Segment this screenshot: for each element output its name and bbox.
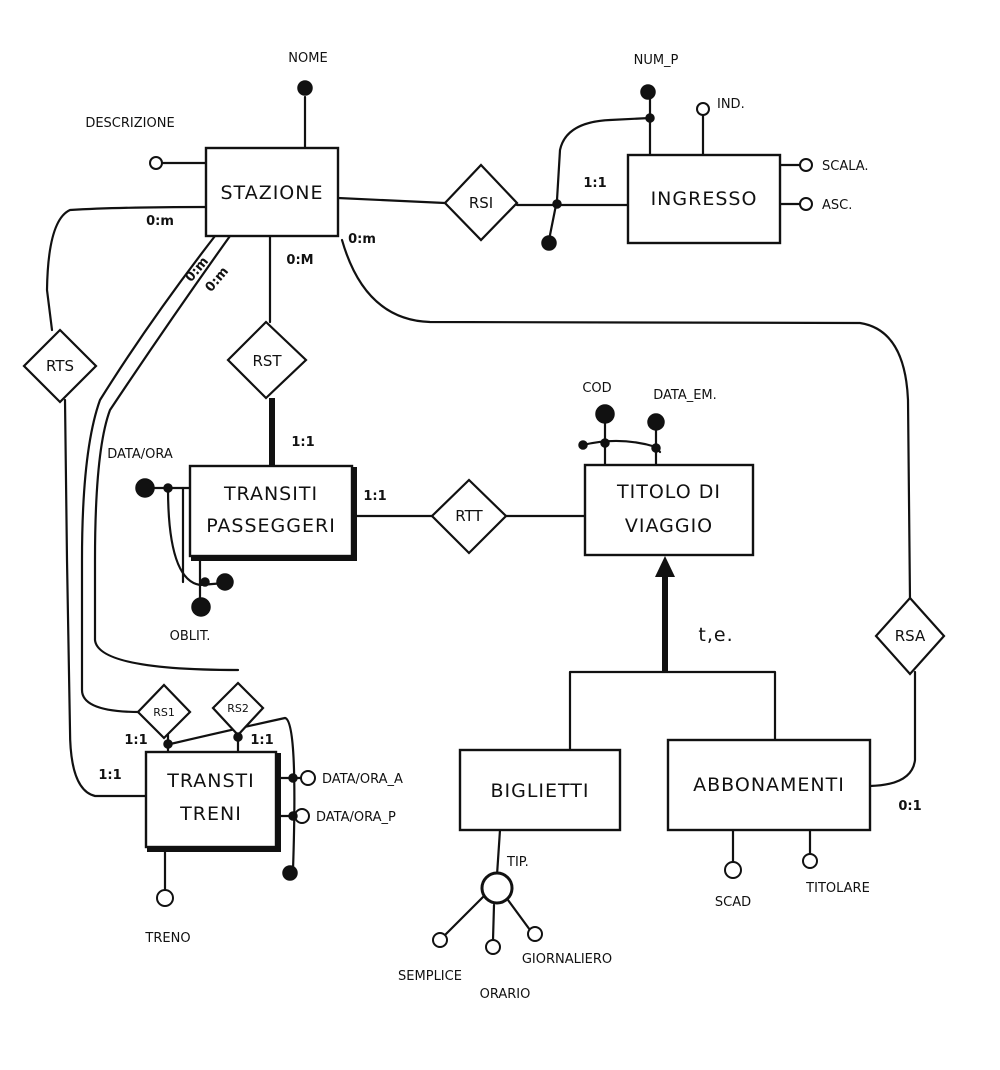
identifier-treni-dot xyxy=(282,865,298,881)
attribute-data-ora-p-label: DATA/ORA_P xyxy=(316,810,396,825)
entity-transiti-passeggeri-line2: PASSEGGERI xyxy=(206,515,336,537)
entity-transiti-passeggeri-line1: TRANSITI xyxy=(223,483,318,505)
attribute-semplice-label: SEMPLICE xyxy=(398,969,462,984)
entity-transiti-treni-line1: TRANSTI xyxy=(166,770,255,792)
attribute-treno-label: TRENO xyxy=(144,931,190,946)
attribute-orario-dot xyxy=(485,939,501,955)
relationship-rs1-label: RS1 xyxy=(153,706,175,719)
entity-transiti-treni-line2: TRENI xyxy=(179,803,242,825)
identifier-ingresso-dot xyxy=(541,235,557,251)
attribute-markers xyxy=(135,80,818,955)
connection-lines xyxy=(45,90,917,942)
attribute-titolare-label: TITOLARE xyxy=(805,881,870,896)
attribute-data-em-label: DATA_EM. xyxy=(653,388,717,403)
card-stazione-rts: 0:m xyxy=(146,214,174,229)
relationship-rtt-label: RTT xyxy=(455,507,483,525)
attribute-descrizione-dot xyxy=(149,156,163,170)
card-treni-rts: 1:1 xyxy=(98,768,121,783)
attribute-scala-label: SCALA. xyxy=(822,159,869,174)
attribute-asc-dot xyxy=(799,197,813,211)
attribute-data-ora-a-label: DATA/ORA_A xyxy=(322,772,403,787)
attribute-cod-dot xyxy=(595,404,615,424)
entity-ingresso-label: INGRESSO xyxy=(651,188,758,210)
attribute-num-p-dot xyxy=(640,84,656,100)
attribute-data-ora-dot xyxy=(135,478,155,498)
attribute-titolare-dot xyxy=(802,853,818,869)
relationship-rsa-label: RSA xyxy=(895,627,926,645)
attribute-oblit-dot xyxy=(191,597,211,617)
entity-stazione: STAZIONE xyxy=(204,146,340,238)
attribute-nome-label: NOME xyxy=(288,51,327,66)
relationship-rs2-label: RS2 xyxy=(227,702,249,715)
card-transiti-rtt: 1:1 xyxy=(363,489,386,504)
card-treni-rs1: 1:1 xyxy=(124,733,147,748)
generalization-arrowhead xyxy=(655,556,675,577)
generalization-label: t,e. xyxy=(698,624,733,646)
relationship-rts-label: RTS xyxy=(46,357,74,375)
relationship-rtt: RTT xyxy=(430,478,508,555)
attribute-asc-label: ASC. xyxy=(822,198,852,213)
relationship-rst-label: RST xyxy=(252,352,282,370)
attribute-semplice-dot xyxy=(432,932,448,948)
entity-titolo-di-viaggio: TITOLO DI VIAGGIO xyxy=(583,463,755,557)
attribute-scad-dot xyxy=(724,861,742,879)
entity-biglietti-label: BIGLIETTI xyxy=(490,780,589,802)
entity-abbonamenti: ABBONAMENTI xyxy=(666,738,872,832)
attribute-data-ora-a-dot xyxy=(300,770,316,786)
entity-transiti-passeggeri: TRANSITI PASSEGGERI xyxy=(188,464,357,561)
attribute-data-ora-label: DATA/ORA xyxy=(107,447,173,462)
relationship-rs2: RS2 xyxy=(211,681,265,737)
entity-titolo-line2: VIAGGIO xyxy=(625,515,713,537)
card-stazione-rst: 0:M xyxy=(286,253,313,268)
attribute-nome-dot xyxy=(297,80,313,96)
relationship-rsi-label: RSI xyxy=(469,194,493,212)
attribute-ind-label: IND. xyxy=(717,97,745,112)
entity-titolo-line1: TITOLO DI xyxy=(616,481,721,503)
attribute-ind-dot xyxy=(696,102,710,116)
relationship-rs1: RS1 xyxy=(136,683,192,740)
attribute-scad-label: SCAD xyxy=(715,895,751,910)
relationship-rst: RST xyxy=(226,320,308,400)
attribute-tip-label: TIP. xyxy=(506,855,529,870)
entity-abbonamenti-label: ABBONAMENTI xyxy=(693,774,845,796)
attribute-tip-dot xyxy=(480,871,514,905)
card-abbonamenti-rsa: 0:1 xyxy=(898,799,921,814)
entity-biglietti: BIGLIETTI xyxy=(458,748,622,832)
card-stazione-rsa: 0:m xyxy=(348,232,376,247)
attribute-treno-dot xyxy=(156,889,174,907)
relationship-rts: RTS xyxy=(22,328,98,404)
attribute-labels: NOME DESCRIZIONE NUM_P IND. SCALA. ASC. … xyxy=(85,51,869,1002)
relationship-rsa: RSA xyxy=(874,596,946,676)
attribute-data-em-dot xyxy=(647,413,665,431)
entity-ingresso: INGRESSO xyxy=(626,153,782,245)
card-ingresso-rsi: 1:1 xyxy=(583,176,606,191)
card-transiti-rst: 1:1 xyxy=(291,435,314,450)
attribute-num-p-label: NUM_P xyxy=(634,53,679,68)
entity-stazione-label: STAZIONE xyxy=(221,182,324,204)
relationship-rsi: RSI xyxy=(443,163,519,242)
attribute-giornaliero-dot xyxy=(527,926,543,942)
card-treni-rs2: 1:1 xyxy=(250,733,273,748)
attribute-orario-label: ORARIO xyxy=(480,987,531,1002)
attribute-descrizione-label: DESCRIZIONE xyxy=(85,116,174,131)
attribute-scala-dot xyxy=(799,158,813,172)
attribute-giornaliero-label: GIORNALIERO xyxy=(522,952,612,967)
attribute-cod-label: COD xyxy=(582,381,611,396)
entity-transiti-treni: TRANSTI TRENI xyxy=(144,750,281,852)
attribute-oblit-label: OBLIT. xyxy=(170,629,211,644)
